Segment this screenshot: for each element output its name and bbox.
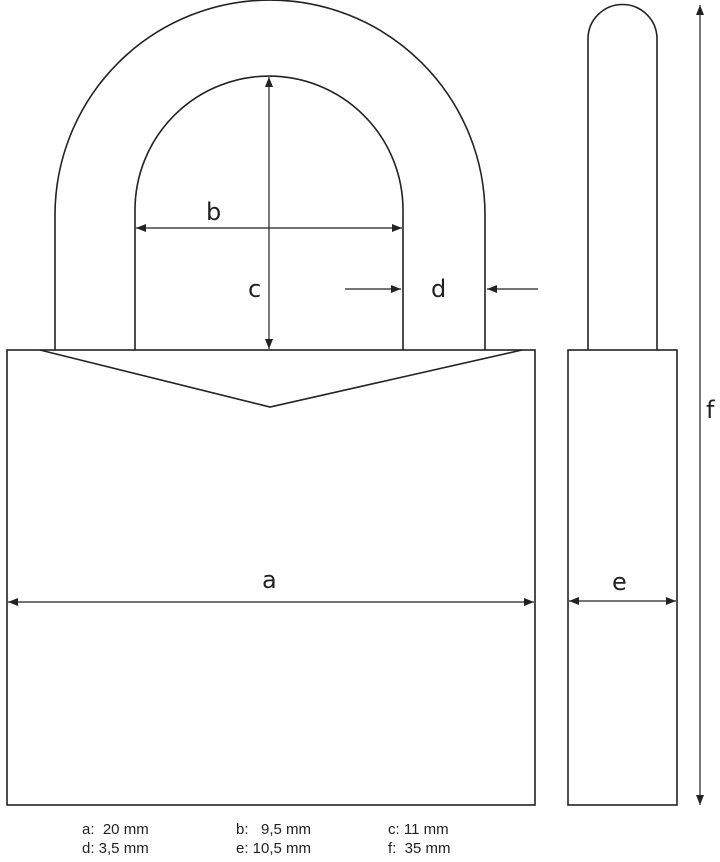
shackle-inner xyxy=(134,75,404,350)
label-d: d xyxy=(431,275,446,303)
lock-body-front xyxy=(6,349,536,806)
legend-d: d: 3,5 mm xyxy=(82,840,149,857)
legend-e: e: 10,5 mm xyxy=(236,840,312,857)
legend-f: f: 35 mm xyxy=(388,840,451,857)
label-e: e xyxy=(612,568,627,596)
legend-a: a: 20 mm xyxy=(82,821,149,838)
lock-body-side xyxy=(567,349,678,806)
body-top-chevron xyxy=(39,349,523,408)
shackle-outer xyxy=(54,0,486,350)
label-c: c xyxy=(248,275,261,303)
label-b: b xyxy=(206,198,221,226)
label-a: a xyxy=(262,566,277,594)
legend-c: c: 11 mm xyxy=(388,821,449,838)
side-shackle xyxy=(587,3,658,350)
label-f: f xyxy=(706,396,715,424)
legend-b: b: 9,5 mm xyxy=(236,821,312,838)
